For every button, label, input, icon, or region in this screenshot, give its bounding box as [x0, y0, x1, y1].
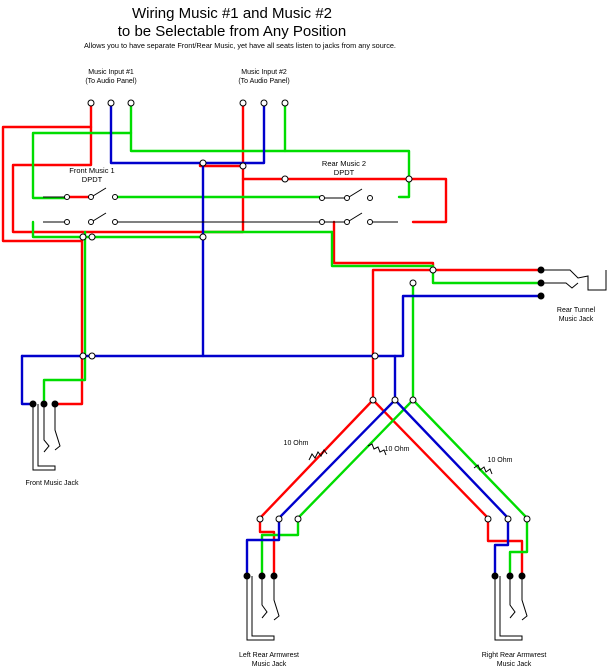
diagram-title-line1: Wiring Music #1 and Music #2 — [132, 5, 332, 22]
music-input-2-terminals[interactable] — [239, 99, 289, 107]
right-armrest-terminals[interactable] — [484, 515, 531, 523]
left-armrest-jack-label: Left Rear Armwrest — [239, 652, 299, 659]
left-armrest-jack-sublabel: Music Jack — [252, 661, 287, 668]
music-input-1-sublabel: (To Audio Panel) — [85, 78, 136, 85]
rear-switch-label: Rear Music 2 — [322, 159, 366, 168]
rear-tunnel-jack-sublabel: Music Jack — [559, 316, 594, 323]
resistor-right-label: 10 Ohm — [488, 457, 513, 464]
music-input-2-label: Music Input #2 — [241, 69, 287, 76]
front-music-dpdt-switch[interactable] — [64, 187, 118, 225]
right-armrest-jack-sublabel: Music Jack — [497, 661, 532, 668]
diagram-subtitle: Allows you to have separate Front/Rear M… — [84, 41, 396, 50]
music-input-2-sublabel: (To Audio Panel) — [238, 78, 289, 85]
front-switch-label: Front Music 1 — [69, 166, 114, 175]
front-music-jack[interactable] — [29, 400, 61, 471]
front-switch-type: DPDT — [82, 175, 103, 184]
resistor-left — [308, 449, 328, 461]
junction-rings — [79, 159, 437, 404]
rear-switch-type: DPDT — [334, 168, 355, 177]
resistor-left-label: 10 Ohm — [284, 440, 309, 447]
blue-wires — [20, 102, 543, 578]
front-jack-label: Front Music Jack — [26, 480, 79, 487]
music-input-1-label: Music Input #1 — [88, 69, 134, 76]
rear-music-dpdt-switch[interactable] — [319, 188, 373, 225]
resistor-middle — [367, 443, 387, 456]
left-armrest-terminals[interactable] — [256, 515, 302, 523]
resistor-right — [473, 464, 493, 475]
diagram-title-line2: to be Selectable from Any Position — [118, 23, 346, 40]
right-armrest-music-jack[interactable] — [491, 572, 528, 641]
music-input-1-terminals[interactable] — [87, 99, 135, 107]
left-armrest-music-jack[interactable] — [243, 572, 280, 641]
switch-wiring-black — [43, 196, 398, 223]
rear-tunnel-jack-label: Rear Tunnel — [557, 307, 596, 314]
right-armrest-jack-label: Right Rear Armwrest — [482, 652, 547, 659]
resistor-middle-label: 10 Ohm — [385, 446, 410, 453]
rear-tunnel-music-jack[interactable] — [537, 266, 607, 300]
